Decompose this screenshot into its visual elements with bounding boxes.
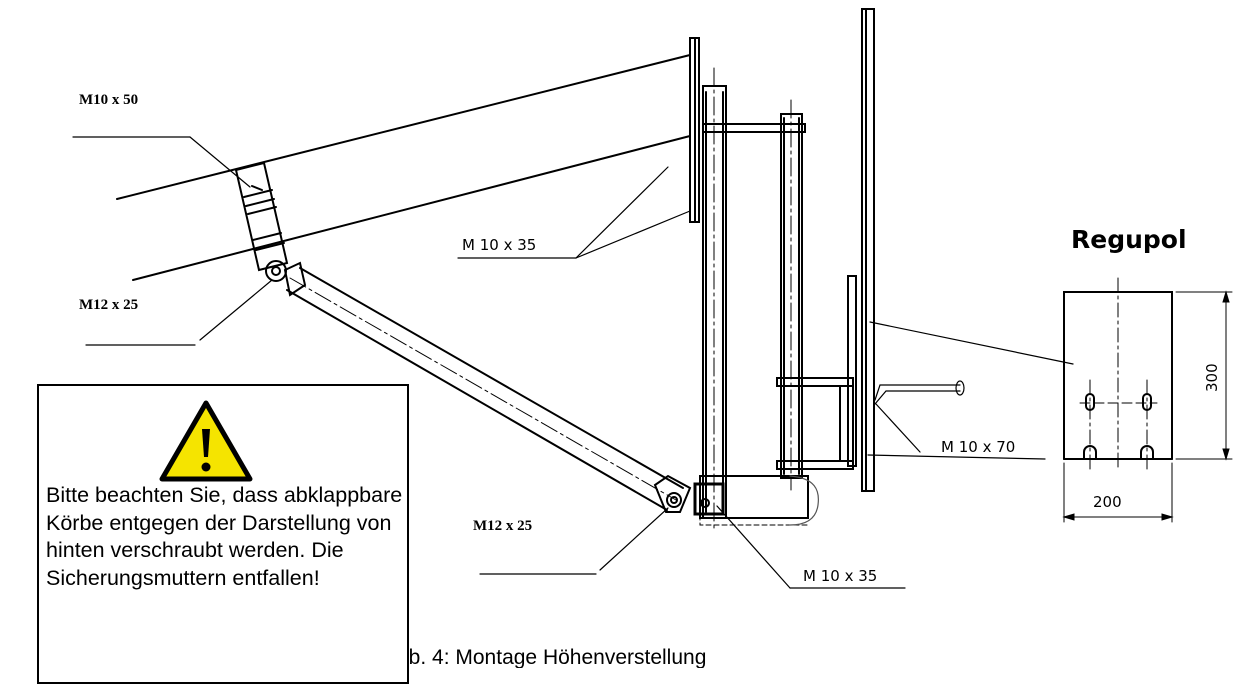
label-m10x70: M 10 x 70 [941, 438, 1015, 456]
base-block [693, 475, 819, 526]
right-long-plate [861, 8, 875, 492]
left-wall-plate [689, 37, 700, 223]
regupol-width-dim: 200 [1093, 493, 1122, 511]
secondary-post [780, 99, 803, 491]
warning-triangle-icon [159, 400, 253, 482]
upper-boom [116, 54, 691, 281]
right-bracket [776, 275, 857, 470]
boom-clamp [234, 161, 289, 272]
top-crossbar [702, 123, 806, 133]
diagonal-strut [286, 267, 684, 511]
top-pivot [265, 260, 307, 297]
regupol-title: Regupol [1071, 225, 1187, 254]
regupol-dimensions [1062, 290, 1233, 523]
label-m12x25-top: M12 x 25 [79, 297, 138, 313]
regupol-height-dim: 300 [1203, 363, 1221, 392]
figure-caption: Abb. 4: Montage Höhenverstellung [383, 646, 706, 668]
warning-text: Bitte beachten Sie, dass abklappbare Kör… [46, 483, 403, 590]
bottom-pivot [653, 474, 692, 513]
regupol-pad [1063, 277, 1173, 471]
label-m10x35-upper: M 10 x 35 [462, 236, 536, 254]
label-m10x50: M10 x 50 [79, 92, 138, 108]
cable-end [874, 380, 965, 405]
main-post [702, 67, 727, 531]
technical-drawing: M10 x 50 M12 x 25 M12 x 25 M 10 x 35 M 1… [72, 8, 1233, 668]
label-m10x35-lower: M 10 x 35 [803, 567, 877, 585]
leader-lines [72, 136, 1074, 589]
label-m12x25-bottom: M12 x 25 [473, 518, 532, 534]
